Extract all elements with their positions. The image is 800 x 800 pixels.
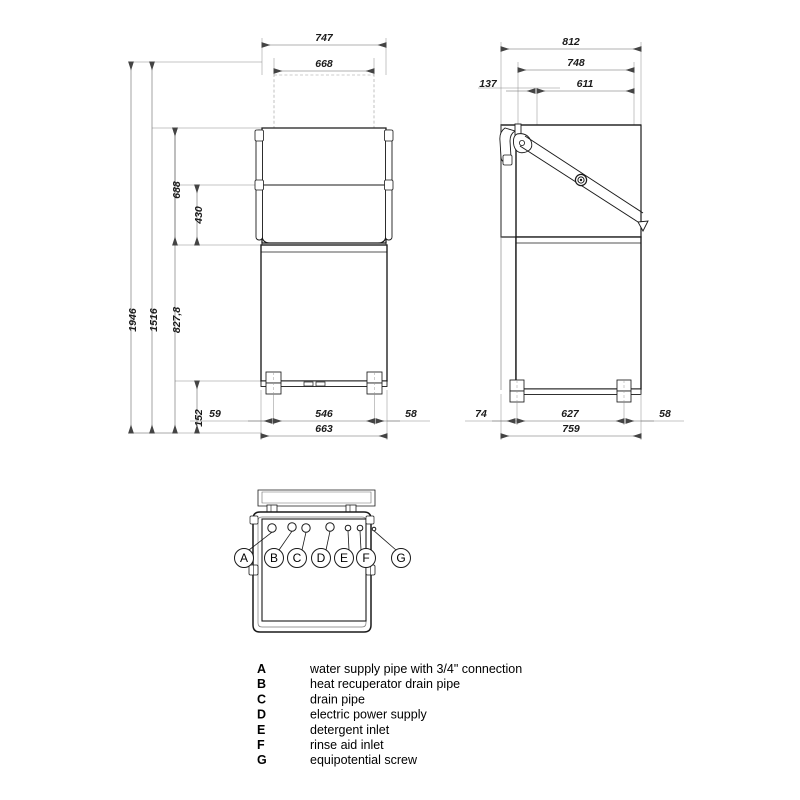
callout-label-c: C xyxy=(293,551,302,565)
connection-port-g xyxy=(371,526,377,532)
dim-foot-front-offset: 74 xyxy=(475,408,487,420)
front-hood-handle-right xyxy=(384,129,394,241)
connection-port-f xyxy=(356,524,364,532)
top-view-cap xyxy=(257,489,376,515)
top-view-latch-upper-left xyxy=(249,515,259,525)
side-leg-front xyxy=(509,379,525,403)
leader-line-g xyxy=(373,530,397,551)
side-top-extension-lines xyxy=(478,42,642,125)
callout-label-g: G xyxy=(396,551,405,565)
callout-bubble-b xyxy=(264,548,284,568)
front-bottom-extension-lines xyxy=(190,390,430,440)
front-view-group: 1946 1516 688 430 827,8 152 747 668 xyxy=(127,32,430,440)
leader-line-c xyxy=(301,532,307,551)
dim-base-width: 663 xyxy=(315,423,333,435)
dim-hood-opening: 430 xyxy=(193,206,205,225)
front-top-dimension-lines xyxy=(261,42,387,74)
leader-line-d xyxy=(325,531,331,551)
callout-bubble-c xyxy=(287,548,307,568)
callout-bubble-g xyxy=(391,548,411,568)
side-bottom-dimension-lines xyxy=(492,418,654,439)
dim-hood-travel: 688 xyxy=(171,181,183,199)
front-body xyxy=(260,244,388,382)
callout-bubble-f xyxy=(356,548,376,568)
connection-port-a xyxy=(267,523,277,533)
leader-line-e xyxy=(347,530,350,551)
callout-label-d: D xyxy=(317,551,326,565)
dim-side-foot-spacing: 627 xyxy=(561,408,580,420)
leader-line-f xyxy=(359,530,362,551)
front-projection-lines xyxy=(129,61,262,434)
callout-bubble-a xyxy=(234,548,254,568)
front-hood-handle-left xyxy=(254,129,264,241)
side-view-group: 812 748 611 137 xyxy=(465,36,684,440)
dim-inner-depth: 611 xyxy=(577,78,594,90)
callout-label-e: E xyxy=(340,551,348,565)
dim-hood-outer-width: 747 xyxy=(315,32,334,44)
front-hood-panel xyxy=(261,127,387,244)
connection-port-e xyxy=(344,524,352,532)
side-lift-mechanism xyxy=(499,123,649,232)
callout-e: E xyxy=(334,524,354,568)
callout-a: A xyxy=(234,523,277,568)
leader-line-b xyxy=(278,530,293,551)
dim-foot-right-offset: 58 xyxy=(405,408,417,420)
callout-bubble-d xyxy=(311,548,331,568)
callout-b: B xyxy=(264,522,297,568)
dim-base-depth: 759 xyxy=(562,423,580,435)
callout-g: G xyxy=(371,526,411,568)
dim-leg-height: 152 xyxy=(193,409,205,427)
dim-body-depth: 748 xyxy=(567,57,585,69)
dim-foot-rear-offset: 58 xyxy=(659,408,671,420)
side-leg-rear xyxy=(616,379,632,403)
side-body xyxy=(515,236,642,390)
dim-rear-offset: 137 xyxy=(479,78,498,90)
callout-f: F xyxy=(356,524,376,568)
dim-foot-left-offset: 59 xyxy=(209,408,221,420)
front-vertical-dimensions xyxy=(128,61,200,434)
dim-total-height: 1946 xyxy=(127,308,139,332)
front-leg-right xyxy=(366,371,383,395)
front-bottom-dimension-lines xyxy=(248,418,400,439)
callout-bubble-e xyxy=(334,548,354,568)
dim-height-to-hood-top: 1516 xyxy=(148,308,160,332)
front-base-rail xyxy=(260,380,388,387)
top-view-housing xyxy=(252,511,372,633)
dim-hood-inner-width: 668 xyxy=(315,58,333,70)
connection-port-c xyxy=(301,523,311,533)
front-leg-left xyxy=(265,371,282,395)
dim-foot-spacing: 546 xyxy=(315,408,333,420)
top-view-latch-upper-right xyxy=(365,515,375,525)
callout-label-f: F xyxy=(362,551,369,565)
callout-d: D xyxy=(311,522,335,568)
side-top-dimension-lines xyxy=(500,46,642,94)
callout-c: C xyxy=(287,523,311,568)
dim-body-height: 827,8 xyxy=(171,307,183,333)
dim-overall-depth: 812 xyxy=(562,36,580,48)
callout-label-b: B xyxy=(270,551,278,565)
callout-label-a: A xyxy=(240,551,248,565)
connection-port-b xyxy=(287,522,297,532)
leader-line-a xyxy=(248,531,273,551)
top-view-latch-left xyxy=(248,564,259,576)
connection-port-d xyxy=(325,522,335,532)
